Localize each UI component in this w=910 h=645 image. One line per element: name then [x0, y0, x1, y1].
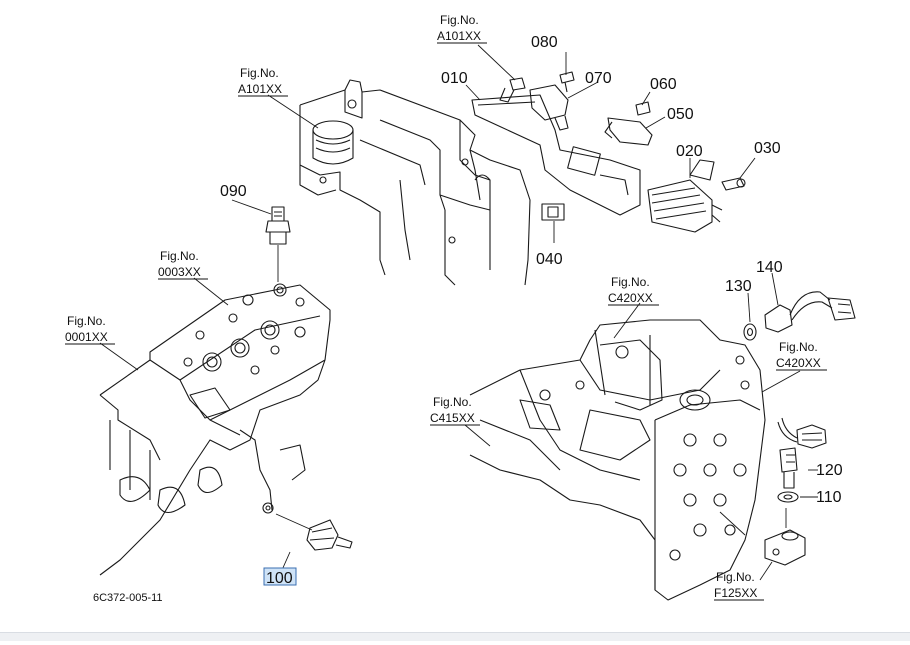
part-130-drawing [743, 323, 757, 341]
fig-ref-number: 0001XX [65, 330, 108, 344]
fig-ref-number: A101XX [238, 82, 282, 96]
part-label-030[interactable]: 030 [754, 140, 781, 157]
fig-ref-label: Fig.No. [779, 340, 818, 354]
fig-ref-label: Fig.No. [67, 314, 106, 328]
part-120-drawing [777, 417, 827, 489]
part-label-110[interactable]: 110 [816, 489, 842, 506]
part-110-drawing [777, 491, 799, 503]
tank-assembly-drawing [299, 79, 531, 286]
part-140-drawing [764, 291, 856, 333]
part-label-100-selected[interactable]: 100 [263, 567, 297, 587]
fig-ref-number: F125XX [714, 586, 757, 600]
part-label-040[interactable]: 040 [536, 251, 563, 268]
fig-ref-label: Fig.No. [433, 395, 472, 409]
part-label-100: 100 [266, 570, 293, 587]
fig-ref-label: Fig.No. [716, 570, 755, 584]
drawing-code: 6C372-005-11 [93, 592, 163, 604]
fig-ref-c415xx[interactable]: Fig.No. C415XX [430, 395, 480, 426]
part-label-020[interactable]: 020 [676, 143, 703, 160]
part-label-010[interactable]: 010 [441, 70, 468, 87]
fig-ref-label: Fig.No. [240, 66, 279, 80]
part-label-070[interactable]: 070 [585, 70, 612, 87]
part-label-050[interactable]: 050 [667, 106, 694, 123]
bracket-assembly-drawing [471, 71, 746, 233]
selection-highlight [263, 567, 297, 586]
fig-ref-label: Fig.No. [611, 275, 650, 289]
fig-ref-label: Fig.No. [440, 13, 479, 27]
fig-ref-number: A101XX [437, 29, 481, 43]
fig-ref-number: 0003XX [158, 265, 201, 279]
part-100-drawing [306, 519, 353, 551]
fig-ref-a101xx-top[interactable]: Fig.No. A101XX [437, 13, 487, 44]
viewer-bottom-edge [0, 632, 910, 641]
fig-ref-a101xx-left[interactable]: Fig.No. A101XX [238, 66, 288, 97]
leader-lines [99, 44, 818, 581]
fig-ref-label: Fig.No. [160, 249, 199, 263]
fig-ref-number: C415XX [430, 411, 475, 425]
part-090-drawing [265, 206, 291, 245]
fig-ref-number: C420XX [608, 291, 653, 305]
part-label-080[interactable]: 080 [531, 34, 558, 51]
fig-ref-0003xx[interactable]: Fig.No. 0003XX [158, 249, 208, 280]
fitting-f125xx-drawing [764, 529, 806, 566]
part-label-120[interactable]: 120 [816, 462, 843, 479]
part-label-090[interactable]: 090 [220, 183, 247, 200]
fig-ref-number: C420XX [776, 356, 821, 370]
fig-ref-0001xx[interactable]: Fig.No. 0001XX [65, 314, 115, 345]
part-label-140[interactable]: 140 [756, 259, 783, 276]
part-label-130[interactable]: 130 [725, 278, 752, 295]
engine-block-drawing [99, 283, 331, 576]
transmission-housing-drawing [469, 319, 766, 601]
fig-ref-c420xx-top[interactable]: Fig.No. C420XX [608, 275, 659, 306]
fig-ref-f125xx[interactable]: Fig.No. F125XX [714, 570, 764, 601]
fig-ref-c420xx-right[interactable]: Fig.No. C420XX [776, 340, 827, 371]
part-label-060[interactable]: 060 [650, 76, 677, 93]
